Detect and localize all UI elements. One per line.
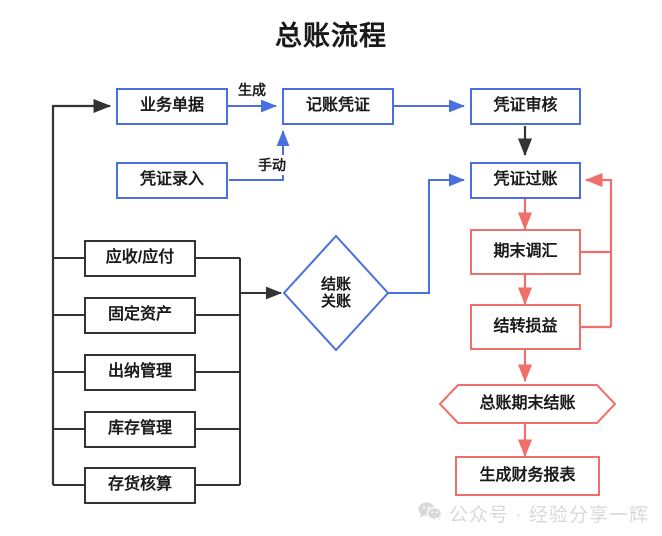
page-title: 总账流程 [275, 21, 387, 51]
node-label: 库存管理 [107, 420, 172, 438]
node-label: 记账凭证 [305, 97, 370, 115]
edge-left-modules-to-decision [195, 257, 282, 486]
node-voucher-audit[interactable]: 凭证审核 [470, 88, 581, 125]
node-receivable-payable[interactable]: 应收/应付 [84, 240, 196, 277]
wechat-icon [418, 501, 443, 527]
node-label: 凭证审核 [493, 97, 558, 115]
node-label: 业务单据 [139, 97, 204, 115]
node-label: 期末调汇 [493, 242, 558, 260]
node-label: 总账期末结账 [479, 394, 576, 412]
node-label-line1: 结账 [320, 275, 351, 293]
node-label-line2: 关账 [320, 293, 351, 310]
node-close-decision[interactable]: 结账 关账 [284, 236, 388, 350]
edge-label-generate: 生成 [236, 80, 268, 100]
watermark-text: 公众号 · 经验分享一辉 [449, 505, 649, 526]
node-business-document[interactable]: 业务单据 [116, 88, 228, 125]
watermark: 公众号 · 经验分享一辉 [418, 500, 649, 527]
node-label: 出纳管理 [107, 363, 172, 381]
node-fixed-assets[interactable]: 固定资产 [84, 297, 196, 334]
node-gl-period-end-close[interactable]: 总账期末结账 [440, 385, 615, 423]
node-label: 生成财务报表 [479, 466, 576, 484]
node-generate-reports[interactable]: 生成财务报表 [455, 456, 600, 496]
node-voucher-entry[interactable]: 凭证录入 [116, 162, 228, 199]
edge-left-modules-to-rail [53, 257, 85, 486]
node-period-end-fx[interactable]: 期末调汇 [470, 229, 581, 275]
node-label: 应收/应付 [105, 249, 175, 267]
node-label: 存货核算 [107, 476, 172, 494]
node-label: 固定资产 [107, 306, 172, 324]
edge-red-feedback-to-posting [580, 172, 613, 329]
edge-decision-to-posting [388, 173, 465, 294]
node-label: 结转损益 [493, 317, 558, 335]
node-voucher-posting[interactable]: 凭证过账 [470, 162, 581, 199]
node-inventory-management[interactable]: 库存管理 [84, 411, 196, 448]
node-carry-forward-pl[interactable]: 结转损益 [470, 304, 581, 350]
edge-label-manual: 手动 [256, 155, 288, 175]
node-inventory-accounting[interactable]: 存货核算 [84, 467, 196, 504]
node-cashier-management[interactable]: 出纳管理 [84, 354, 196, 391]
node-label: 凭证过账 [493, 171, 558, 189]
node-label: 凭证录入 [139, 171, 204, 189]
node-bookkeeping-voucher[interactable]: 记账凭证 [282, 88, 394, 125]
